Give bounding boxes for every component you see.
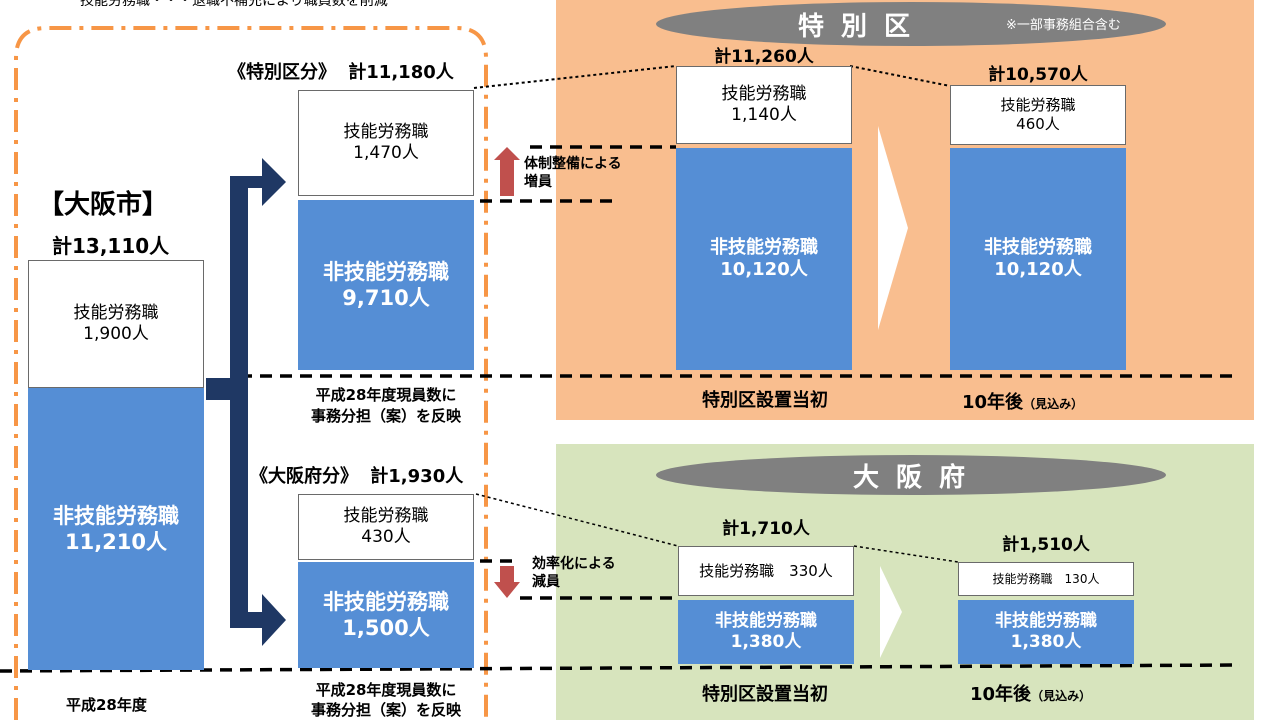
decrease-arrow-icon (494, 566, 520, 598)
nonskilled-label: 非技能労務職 (53, 503, 179, 528)
baseline-lower (0, 663, 1241, 673)
transition-chevron-lower (880, 566, 902, 658)
fu-share-title: 《大阪府分》 計1,930人 (250, 466, 464, 487)
tokubetsu-share-nonskilled-box: 非技能労務職 9,710人 (298, 200, 474, 370)
fu-later-caption: 10年後（見込み） (970, 684, 1092, 705)
fu-later-skilled-box: 技能労務職 130人 (958, 562, 1134, 596)
decrease-note: 効率化による 減員 (532, 556, 616, 590)
ku-initial-total: 計11,260人 (714, 47, 814, 67)
fu-initial-caption: 特別区設置当初 (702, 684, 828, 705)
osaka-city-total: 計13,110人 (52, 234, 170, 258)
ku-initial-nonskilled-box: 非技能労務職 10,120人 (676, 148, 852, 370)
ku-initial-skilled-box: 技能労務職 1,140人 (676, 66, 852, 144)
skilled-count: 1,900人 (83, 324, 149, 344)
fu-share-note: 平成28年度現員数に 事務分担（案）を反映 (310, 681, 461, 720)
fu-initial-nonskilled-box: 非技能労務職 1,380人 (678, 600, 854, 664)
transition-chevron-upper (878, 126, 908, 330)
increase-note: 体制整備による 増員 (524, 156, 622, 190)
osaka-city-group-frame (14, 26, 488, 720)
tokubetsu-share-note: 平成28年度現員数に 事務分担（案）を反映 (310, 386, 461, 425)
osaka-fu-title: 大 阪 府 (852, 462, 970, 493)
osaka-city-year: 平成28年度 (66, 696, 147, 714)
skilled-label: 技能労務職 (73, 302, 159, 323)
tokubetsuku-panel (556, 0, 1254, 420)
tokubetsuku-title-ellipse: 特 別 区 ※一部事務組合含む (656, 2, 1166, 46)
ku-initial-caption: 特別区設置当初 (702, 390, 828, 411)
fu-share-skilled-box: 技能労務職 430人 (298, 494, 474, 560)
osaka-city-title: 【大阪市】 (38, 190, 169, 220)
ku-later-caption: 10年後（見込み） (962, 392, 1084, 413)
nonskilled-count: 11,210人 (64, 530, 168, 554)
tokubetsu-share-skilled-box: 技能労務職 1,470人 (298, 90, 474, 196)
ku-later-skilled-box: 技能労務職 460人 (950, 85, 1126, 145)
fu-later-nonskilled-box: 非技能労務職 1,380人 (958, 600, 1134, 664)
ku-later-total: 計10,570人 (988, 65, 1088, 85)
header-fragment: 技能労務職・・・退職不補充により職員数を削減 (80, 0, 388, 9)
fu-initial-total: 計1,710人 (722, 519, 810, 539)
tokubetsuku-subnote: ※一部事務組合含む (1006, 18, 1121, 33)
osaka-city-nonskilled-box: 非技能労務職 11,210人 (28, 388, 204, 670)
increase-arrow-icon (494, 147, 520, 196)
tokubetsuku-title: 特 別 区 (797, 11, 915, 42)
fu-initial-skilled-box: 技能労務職 330人 (678, 546, 854, 596)
branch-arrow (206, 158, 286, 646)
fu-share-nonskilled-box: 非技能労務職 1,500人 (298, 562, 474, 668)
osaka-city-skilled-box: 技能労務職 1,900人 (28, 260, 204, 388)
fu-later-total: 計1,510人 (1002, 535, 1090, 555)
tokubetsu-share-title: 《特別区分》 計11,180人 (228, 62, 454, 83)
ku-later-nonskilled-box: 非技能労務職 10,120人 (950, 148, 1126, 370)
osaka-fu-title-ellipse: 大 阪 府 (656, 455, 1166, 495)
